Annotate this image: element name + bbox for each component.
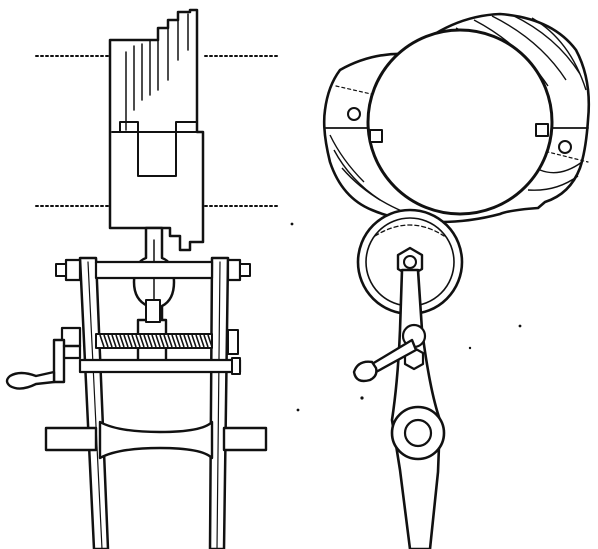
crank-arm[interactable] [390, 268, 446, 549]
top-axle [55, 258, 251, 282]
pulley-wheel [356, 208, 464, 316]
right-bolt-hole [558, 140, 572, 154]
stepped-block [108, 8, 205, 252]
print-specks [290, 222, 522, 412]
left-machine-elevation [5, 8, 279, 549]
inner-disc [366, 28, 554, 216]
left-bolt-hole [347, 107, 361, 121]
lower-rod [78, 357, 242, 375]
frame-uprights [78, 256, 230, 549]
dotted-guide-lines [35, 55, 279, 207]
right-cam-crank-view [322, 12, 591, 549]
crank-handle[interactable] [5, 338, 82, 390]
crank-lever-handle[interactable] [352, 338, 418, 383]
bottom-spool [44, 420, 268, 460]
